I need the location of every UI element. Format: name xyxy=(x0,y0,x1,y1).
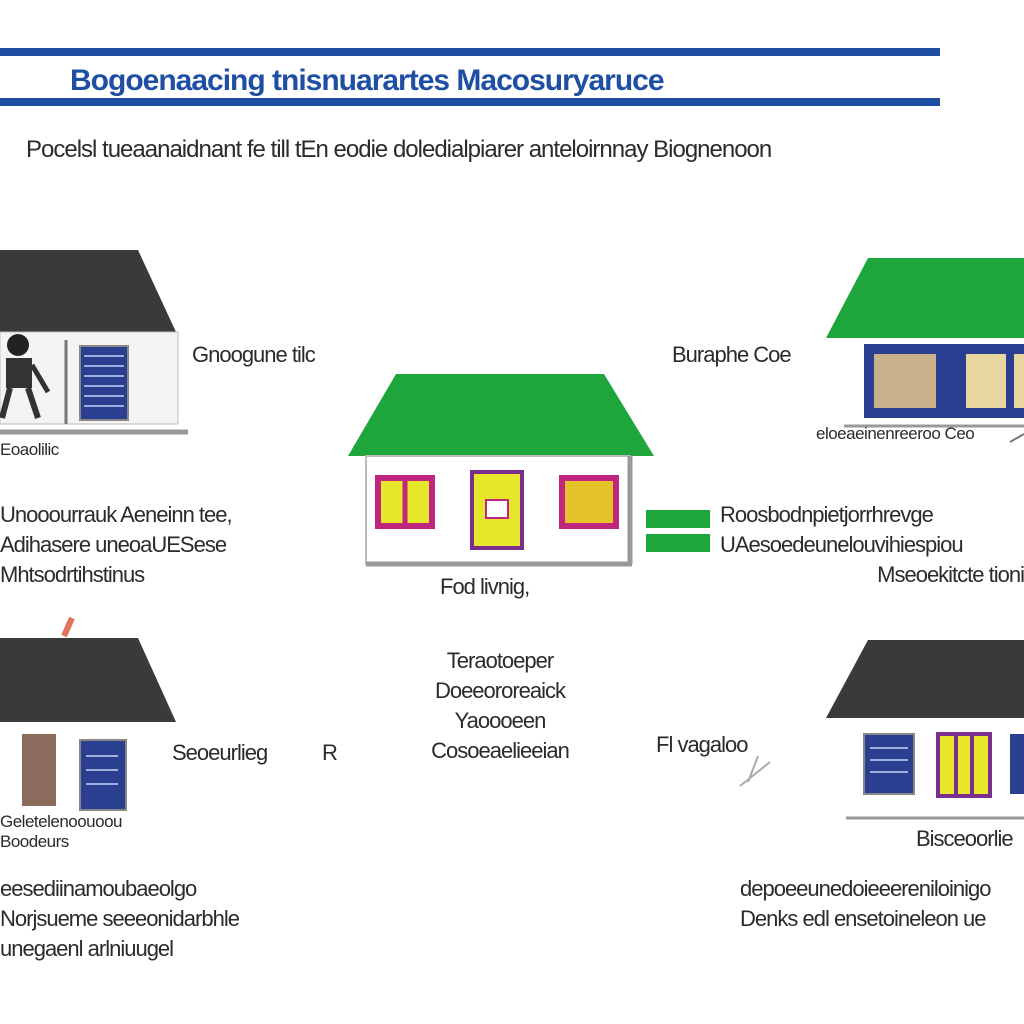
header-banner: Bogoenaacing tnisnuarartes Macosuryaruce xyxy=(0,48,940,106)
sublabel-top-right: eloeaeinenreeroo Ceo xyxy=(816,424,975,443)
label-bottom-right: Fl vagaloo xyxy=(656,732,749,757)
panel-bottom-left xyxy=(79,739,127,811)
desc-top-right: Roosbodnpietjorrhrevge UAesoedeunelouvih… xyxy=(720,502,1024,587)
label-bottom-left: Seoeurlieg xyxy=(172,740,268,765)
door-center xyxy=(470,470,524,550)
page-title: Bogoenaacing tnisnuarartes Macosuryaruce xyxy=(70,64,665,97)
chimney-icon xyxy=(61,616,75,638)
label-center: Fod livnig, xyxy=(440,574,530,599)
roof-bottom-left xyxy=(0,638,176,722)
sublabel-top-left: Eoaolilic xyxy=(0,440,59,459)
letter-bottom-left: R xyxy=(322,740,338,765)
connector-bar-2 xyxy=(646,534,710,552)
roof-top-right xyxy=(826,258,1024,338)
window-bottom-right xyxy=(936,732,992,798)
house-bottom-right xyxy=(739,640,1024,820)
desc-bottom-right: depoeeunedoieeereniloinigo Denks edl ens… xyxy=(740,876,991,931)
window-top-right-2 xyxy=(966,354,1006,408)
roof-bottom-right xyxy=(826,640,1024,718)
panel-top-left xyxy=(79,345,129,421)
connector-bar-1 xyxy=(646,510,710,528)
sublabel-bottom-left: Geletelenoouoou Boodeurs xyxy=(0,812,123,851)
roof-center xyxy=(348,374,654,456)
desc-top-left: Unooourrauk Aeneinn tee, Adihasere uneoa… xyxy=(0,502,233,587)
desc-bottom-left: eesediinamoubaeolgo Norjsueme seeeonidar… xyxy=(0,876,240,961)
window-top-right-1 xyxy=(874,354,936,408)
house-center xyxy=(348,374,654,567)
panel-bottom-right xyxy=(863,733,915,795)
window-center-right xyxy=(559,475,619,529)
page-subtitle: Pocelsl tueaanaidnant fe till tEn eodie … xyxy=(26,136,772,163)
door-bottom-left xyxy=(22,734,56,806)
roof-top-left xyxy=(0,250,176,332)
arrow-mark-icon xyxy=(1009,433,1024,443)
person-icon xyxy=(0,334,51,419)
house-top-right xyxy=(826,258,1024,428)
sublabel-bottom-right: Bisceoorlie xyxy=(916,826,1014,851)
label-top-left: Gnoogune tilc xyxy=(192,342,316,367)
label-top-right: Buraphe Coe xyxy=(672,342,792,367)
caption-center: Teraotoeper Doeeororeaick Yaoooeen Cosoe… xyxy=(431,648,570,763)
house-bottom-left xyxy=(0,616,176,811)
house-top-left xyxy=(0,250,188,435)
arrow-icon xyxy=(739,755,771,787)
